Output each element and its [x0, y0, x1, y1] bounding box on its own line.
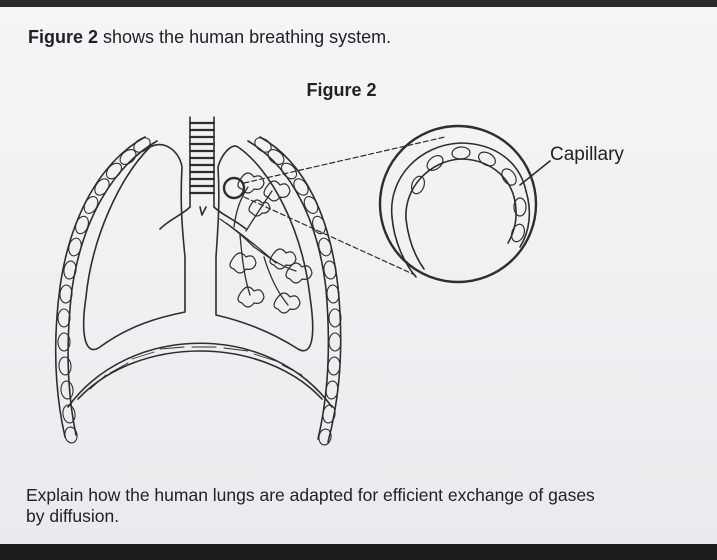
worksheet-page: Figure 2 shows the human breathing syste…	[0, 0, 717, 544]
question-line-2: by diffusion.	[26, 506, 120, 526]
figure-title: Figure 2	[306, 80, 377, 100]
question-line-1: Explain how the human lungs are adapted …	[26, 485, 595, 505]
trachea	[159, 116, 247, 230]
intro-sentence: Figure 2 shows the human breathing syste…	[28, 27, 391, 48]
intro-text: shows the human breathing system.	[103, 27, 392, 47]
alveolus-highlight	[222, 176, 246, 200]
magnified-alveolus	[378, 124, 551, 284]
breathing-system-diagram: Capillary	[20, 107, 660, 457]
diaphragm	[67, 342, 333, 408]
bronchioles	[219, 186, 297, 306]
left-lung	[82, 143, 186, 351]
zoom-guide-lines	[243, 136, 446, 276]
ribcage-right	[247, 136, 342, 446]
capillary-label: Capillary	[550, 144, 624, 165]
ribcage-left	[54, 136, 158, 444]
question-text: Explain how the human lungs are adapted …	[26, 485, 706, 527]
figure-reference: Figure 2	[28, 27, 99, 47]
alveoli-clusters	[229, 172, 313, 314]
right-lung	[215, 145, 314, 352]
